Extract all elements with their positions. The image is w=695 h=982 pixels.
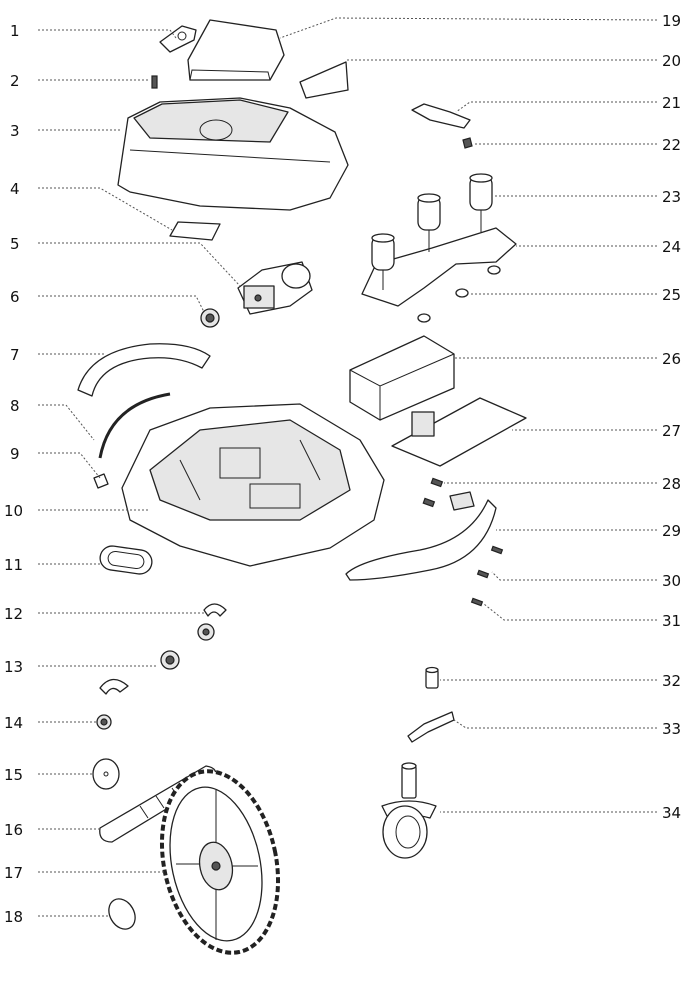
label-6: 6 — [10, 288, 20, 306]
leader-lines — [38, 17, 658, 917]
part-number-labels: 1 2 3 4 5 6 7 8 9 10 11 12 13 14 15 16 1… — [4, 12, 681, 926]
label-27: 27 — [662, 422, 681, 440]
part-21-strip — [411, 103, 471, 129]
part-27-board — [391, 397, 527, 467]
part-10-chassis — [121, 403, 385, 567]
part-14-bearing — [96, 714, 112, 730]
part-8-arc — [98, 392, 171, 459]
label-5: 5 — [10, 235, 20, 253]
label-20: 20 — [662, 52, 681, 70]
label-16: 16 — [4, 821, 23, 839]
label-28: 28 — [662, 475, 681, 493]
label-4: 4 — [10, 180, 20, 198]
part-28-springs — [422, 477, 444, 508]
part-15-disc — [92, 758, 120, 790]
part-2-pin — [151, 75, 158, 89]
label-13: 13 — [4, 658, 23, 676]
part-20-cover — [299, 61, 349, 99]
label-14: 14 — [4, 714, 23, 732]
label-32: 32 — [662, 672, 681, 690]
part-7-bumper — [77, 343, 211, 397]
part-4-plate — [169, 221, 221, 241]
label-17: 17 — [4, 864, 23, 882]
part-25-washers — [417, 265, 501, 323]
label-2: 2 — [10, 72, 20, 90]
part-23-motors — [371, 173, 493, 290]
label-22: 22 — [662, 136, 681, 154]
label-26: 26 — [662, 350, 681, 368]
label-19: 19 — [662, 12, 681, 30]
part-18-hub-cap — [108, 898, 136, 930]
part-19-lid — [187, 19, 285, 81]
part-33-lever — [407, 711, 455, 743]
part-34-caster — [381, 762, 437, 859]
label-21: 21 — [662, 94, 681, 112]
label-33: 33 — [662, 720, 681, 738]
label-31: 31 — [662, 612, 681, 630]
part-6-gear — [200, 308, 220, 328]
part-5-gear-motor — [237, 261, 313, 315]
label-24: 24 — [662, 238, 681, 256]
part-32-post — [425, 666, 439, 689]
part-30-screws — [476, 545, 504, 579]
part-29-rear-bumper — [345, 491, 497, 581]
label-18: 18 — [4, 908, 23, 926]
label-12: 12 — [4, 605, 23, 623]
label-9: 9 — [10, 445, 20, 463]
part-3-top-shell — [117, 97, 349, 211]
label-29: 29 — [662, 522, 681, 540]
label-11: 11 — [4, 556, 23, 574]
part-13-bearing — [99, 650, 180, 695]
part-22-screw — [462, 137, 473, 149]
label-34: 34 — [662, 804, 681, 822]
part-9-block — [93, 473, 109, 489]
label-15: 15 — [4, 766, 23, 784]
label-10: 10 — [4, 502, 23, 520]
part-26-box — [349, 335, 455, 421]
part-31-screw — [470, 597, 484, 607]
label-7: 7 — [10, 346, 20, 364]
label-1: 1 — [10, 22, 20, 40]
label-8: 8 — [10, 397, 20, 415]
label-23: 23 — [662, 188, 681, 206]
label-3: 3 — [10, 122, 20, 140]
label-25: 25 — [662, 286, 681, 304]
part-11-ring — [99, 545, 153, 575]
part-24-motor-plate — [361, 227, 517, 307]
label-30: 30 — [662, 572, 681, 590]
part-1-cap — [159, 25, 197, 53]
part-17-wheel — [159, 769, 281, 955]
part-12-clip — [197, 603, 227, 641]
